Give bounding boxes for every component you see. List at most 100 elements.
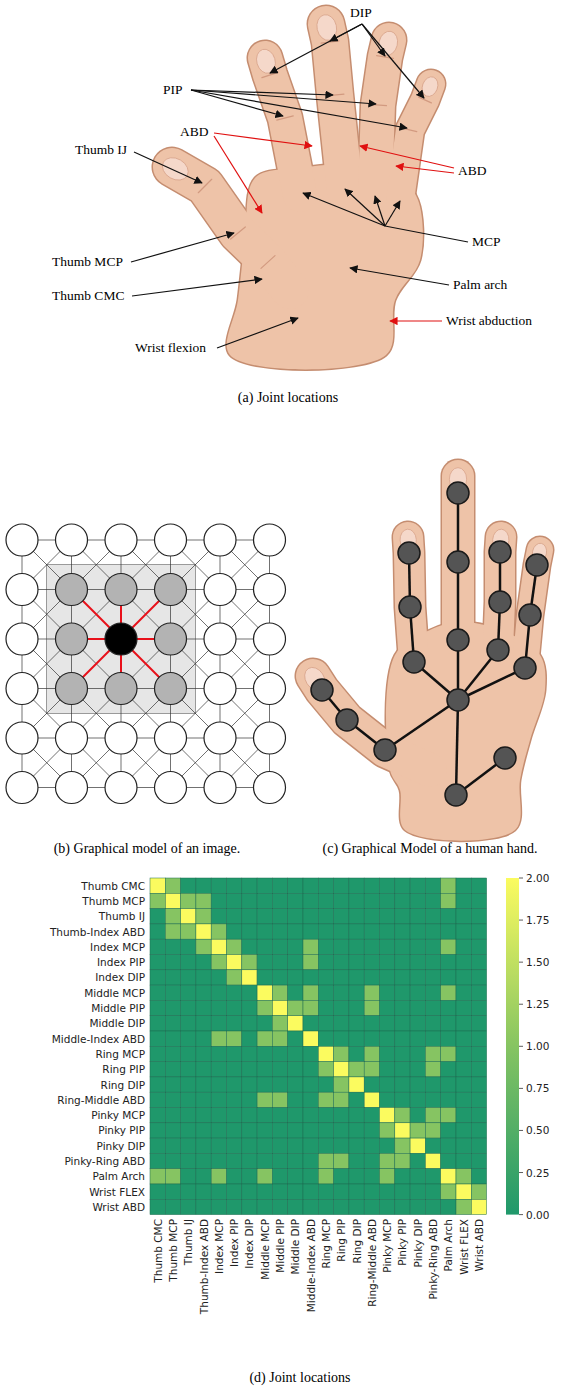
heatmap-cell [334, 924, 349, 939]
heatmap-cell [441, 1138, 456, 1153]
heatmap-cell [257, 893, 272, 908]
heatmap-cell [150, 924, 165, 939]
heatmap-cell [227, 1184, 242, 1199]
heatmap-cell [425, 1062, 440, 1077]
heatmap-cell [165, 1031, 180, 1046]
column-label: Thumb CMC [152, 1219, 164, 1283]
label-text: (b) Graphical model of an image. [54, 841, 241, 856]
heatmap-cell [150, 893, 165, 908]
heatmap-cell [165, 1169, 180, 1184]
heatmap-cell [471, 955, 486, 970]
panel-caption: (c) Graphical Model of a human hand. [323, 841, 538, 857]
joint-label: DIP [350, 5, 372, 21]
heatmap-cell [425, 1108, 440, 1123]
heatmap-cell [257, 1000, 272, 1015]
label-text: Palm Arch [93, 1170, 145, 1182]
heatmap-cell [150, 970, 165, 985]
heatmap-cell [425, 1169, 440, 1184]
heatmap-cell [257, 1016, 272, 1031]
heatmap-cell [288, 1199, 303, 1214]
label-text: 1.00 [526, 1040, 549, 1052]
heatmap-cell [165, 924, 180, 939]
heatmap-cell [318, 1138, 333, 1153]
heatmap-cell [227, 1153, 242, 1168]
label-text: Pinky MCP [91, 1109, 145, 1121]
label-text: ABD [180, 124, 209, 139]
heatmap-cell [257, 985, 272, 1000]
heatmap-cell [410, 1138, 425, 1153]
heatmap-cell [196, 1169, 211, 1184]
heatmap-cell [242, 1153, 257, 1168]
leader-line [385, 226, 468, 242]
hand-finger [172, 167, 290, 290]
heatmap-cell [181, 1123, 196, 1138]
heatmap-cell [196, 1077, 211, 1092]
heatmap-cell [380, 939, 395, 954]
heatmap-cell [425, 893, 440, 908]
label-text: Palm Arch [442, 1219, 454, 1271]
heatmap-cell [227, 1199, 242, 1214]
heatmap-cell [318, 1000, 333, 1015]
joint-label: Thumb CMC [52, 288, 124, 304]
column-label: Wrist FLEX [458, 1219, 470, 1275]
joint-label: Thumb IJ [75, 142, 127, 158]
heatmap-cell [257, 878, 272, 893]
label-text: Thumb IJ [99, 910, 145, 922]
heatmap-cell [364, 985, 379, 1000]
heatmap-cell [334, 1108, 349, 1123]
heatmap-cell [181, 1000, 196, 1015]
heatmap-cell [425, 985, 440, 1000]
heatmap-cell [303, 1199, 318, 1214]
row-label: Index DIP [0, 971, 145, 983]
heatmap-cell [395, 893, 410, 908]
joint-node [447, 551, 469, 573]
heatmap-cell [211, 1031, 226, 1046]
heatmap-cell [380, 893, 395, 908]
label-text: Middle-Index ABD [305, 1219, 317, 1312]
leader-line [217, 318, 298, 348]
heatmap-cell [364, 1016, 379, 1031]
heatmap-cell [303, 1153, 318, 1168]
heatmap-cell [456, 1184, 471, 1199]
heatmap-cell [471, 939, 486, 954]
colorbar-tick-mark [519, 878, 523, 879]
heatmap-cell [441, 1016, 456, 1031]
heatmap-cell [227, 1062, 242, 1077]
colorbar-tick-mark [519, 920, 523, 921]
heatmap-cell [288, 1046, 303, 1061]
label-text: Pinky-Ring ABD [64, 1155, 145, 1167]
heatmap-cell [272, 1108, 287, 1123]
label-text: Pinky-Ring ABD [427, 1219, 439, 1300]
row-label: Thumb-Index ABD [0, 926, 145, 938]
heatmap-cell [456, 1077, 471, 1092]
pixel-node [6, 524, 38, 556]
column-label: Middle MCP [259, 1219, 271, 1280]
row-label: Thumb MCP [0, 895, 145, 907]
pixel-node [254, 722, 286, 754]
label-text: Palm arch [453, 277, 507, 292]
heatmap-cell [196, 893, 211, 908]
heatmap-cell [318, 970, 333, 985]
heatmap-cell [257, 955, 272, 970]
label-text: Ring PIP [102, 1063, 145, 1075]
heatmap-cell [425, 909, 440, 924]
pixel-node [56, 722, 88, 754]
row-label: Index PIP [0, 956, 145, 968]
hand-finger [375, 40, 389, 195]
heatmap-cell [181, 1062, 196, 1077]
heatmap-cell [211, 1108, 226, 1123]
heatmap-cell [441, 1108, 456, 1123]
joint-node [399, 596, 421, 618]
heatmap-cell [272, 1184, 287, 1199]
heatmap-cell [471, 1016, 486, 1031]
label-text: Thumb CMC [152, 1219, 164, 1283]
heatmap-cell [380, 1138, 395, 1153]
heatmap-cell [257, 1184, 272, 1199]
heatmap-cell [318, 1031, 333, 1046]
heatmap-cell [318, 1077, 333, 1092]
heatmap-cell [410, 1184, 425, 1199]
heatmap-cell [181, 1077, 196, 1092]
heatmap-cell [272, 893, 287, 908]
heatmap-cell [288, 1077, 303, 1092]
heatmap-cell [425, 955, 440, 970]
